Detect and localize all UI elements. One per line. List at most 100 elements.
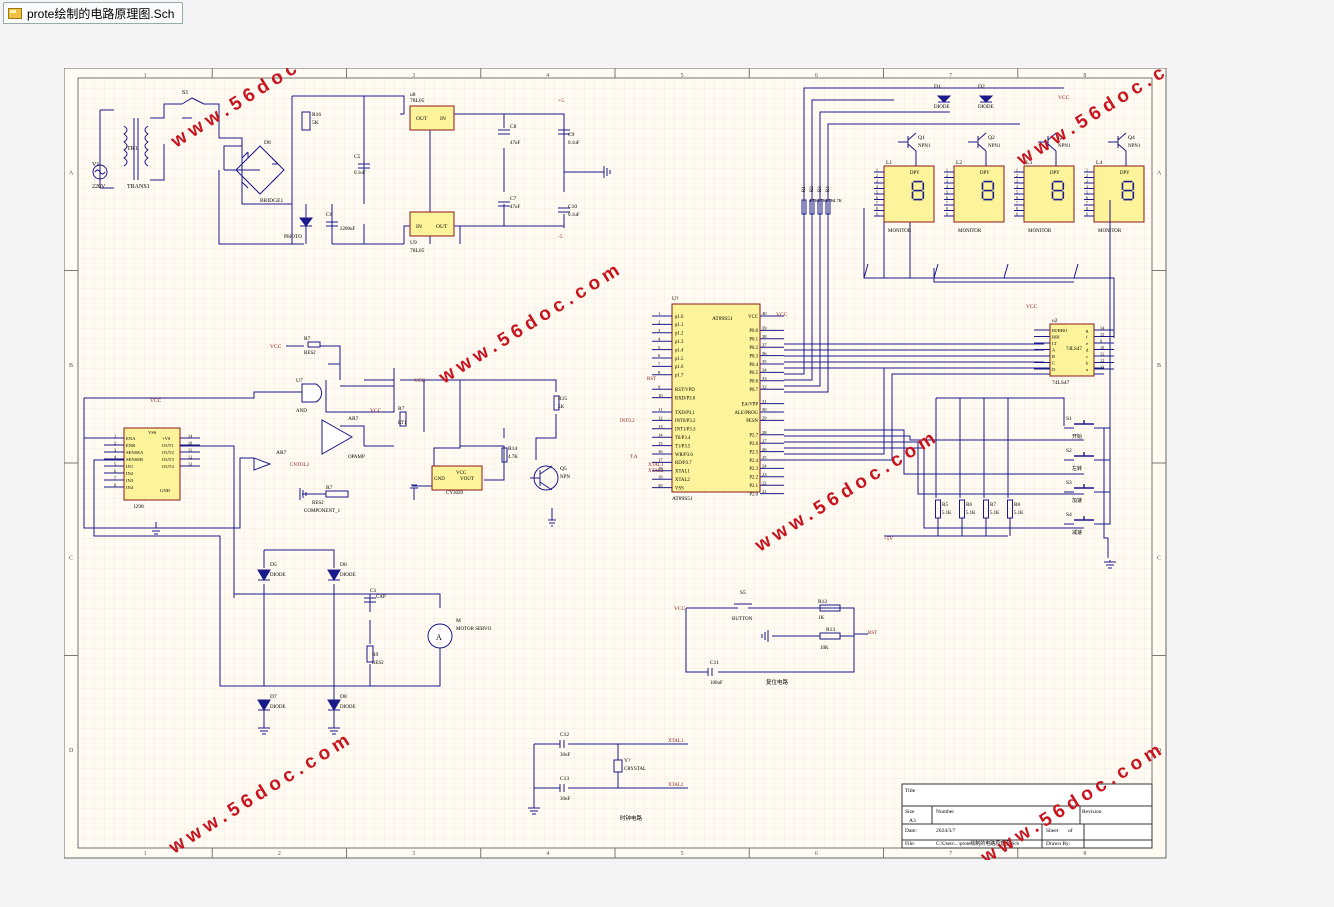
mcu-pin-number: 11 (658, 407, 663, 412)
seven-segment-glyph (911, 180, 925, 201)
mcu-xtal1-net: XTAL1 (648, 463, 664, 468)
u8-value: 78L05 (410, 98, 425, 104)
mcu-pin-name: INT0/P3.2 (675, 419, 696, 424)
mcu-pin-name: P2.4 (749, 459, 758, 464)
c12-value: 30uF (560, 753, 571, 758)
base-resistor-value: 4.7K (833, 198, 843, 203)
decoder-pin-name: B (1052, 354, 1055, 359)
r12-ref: R12 (818, 599, 827, 605)
q-value: NPN1 (1058, 144, 1071, 149)
mcu-pin-number: 5 (658, 345, 661, 350)
l298-pin-name: OUT2 (162, 450, 174, 455)
mcu-t-net: T.A (630, 455, 638, 460)
vcc-net-1: VCC (270, 344, 282, 350)
q5-leads (530, 465, 553, 491)
mcu-pin-name: p1.2 (675, 332, 684, 337)
display-pin-number: 4 (1016, 185, 1018, 189)
mcu-pin-number: 28 (762, 430, 767, 435)
ground-icon-5 (150, 522, 162, 535)
diode-D2 (978, 95, 994, 103)
switch-S1-icon (181, 97, 205, 105)
display-pin-number: 6 (876, 196, 878, 200)
opamp-AR7 (321, 419, 354, 455)
d2-value: DIODE (978, 105, 994, 110)
q-ref: Q3 (1058, 135, 1065, 141)
mcu-pin-number: 25 (762, 455, 767, 460)
clock-xtal2-net: XTAL2 (668, 783, 684, 788)
mcu-pin-name: RST/VPD (675, 388, 695, 393)
s1-ref: S1 (182, 90, 188, 96)
display-body (1023, 165, 1075, 223)
display-pin-number: 5 (876, 190, 878, 194)
mcu-pin-name: TXD/P3.1 (675, 411, 695, 416)
mcu-pin-number: 8 (658, 370, 661, 375)
switch-value: 加速 (1072, 497, 1082, 504)
base-resistor-ref: R3 (818, 186, 823, 192)
l298-gnd: GND (160, 488, 171, 493)
l298-pin-number: 10 (188, 441, 192, 446)
q-ref: Q4 (1128, 135, 1135, 141)
motor-icon (427, 623, 453, 649)
mcu-pin-number: 26 (762, 447, 767, 452)
reset-circuit-label: 复位电路 (766, 678, 789, 686)
decoder-pin-number: 10 (1100, 345, 1104, 350)
mcu-pin-number: 34 (762, 368, 767, 373)
base-resistor-body (809, 199, 815, 215)
display-pin-number: 2 (1086, 174, 1088, 178)
switch-actuator (1074, 516, 1094, 521)
u7-ref: U7 (296, 378, 303, 384)
l298-pin-name: OUT1 (162, 443, 174, 448)
l298-pin-number: 8 (114, 483, 116, 488)
mcu-pin-name: P0.3 (749, 354, 758, 359)
c1-value: CAP (376, 595, 386, 600)
crystal-body (613, 759, 623, 773)
display-pin-number: 1 (1016, 168, 1018, 172)
document-tab[interactable]: prote绘制的电路原理图.Sch (3, 2, 184, 24)
mcu-pin-number: 19 (658, 474, 663, 479)
pullup-ref: R6 (966, 502, 972, 508)
cy3020-gnd: GND (434, 477, 445, 482)
rt1-value: RT1 (398, 421, 407, 426)
mcu-xtal2-net: XTAL2 (648, 469, 664, 474)
mcu-pin-name: T1/P3.5 (675, 444, 691, 449)
display-pin-number: 9 (1086, 212, 1088, 216)
display-pin-number: 1 (946, 168, 948, 172)
display-pin-number: 5 (1086, 190, 1088, 194)
mcu-pin-number: 29 (762, 416, 767, 421)
q-leads (1038, 132, 1057, 152)
display-pin-number: 8 (1086, 207, 1088, 211)
r14-ref: R14 (508, 446, 517, 452)
c13-value: 30uF (560, 797, 571, 802)
pullup-ref: R5 (942, 502, 948, 508)
u9-in: IN (416, 224, 422, 230)
rt1-body (399, 411, 407, 427)
mcu-pin-number: 23 (762, 472, 767, 477)
base-resistor-ref: R4 (826, 186, 831, 192)
mcu-pin-name: PESN (746, 419, 758, 424)
display-value: MONITOR (888, 229, 912, 234)
c1-plates (364, 597, 376, 603)
r9-ref: R9 (372, 652, 379, 658)
decoder-74LS47 (1049, 323, 1095, 377)
r14-value: 4.7K (508, 455, 518, 460)
mcu-pin-number: 17 (658, 458, 663, 463)
ar7-value: OPAMP (348, 455, 365, 460)
cy3020-vout: VOUT (460, 477, 474, 482)
display-ref: L3 (1026, 160, 1032, 166)
mcu-pin-number: 40 (762, 311, 767, 316)
mcu-rst-net: RST (647, 377, 656, 382)
crystal-value: CRYSTAL (624, 767, 646, 772)
decoder-pin-name: b (1086, 360, 1089, 365)
l298-value: l298 (134, 504, 144, 510)
r9-body (366, 645, 374, 663)
decoder-pin-number: 13 (1100, 364, 1104, 369)
q-value: NPN1 (988, 144, 1001, 149)
mcu-pin-name: p1.4 (675, 348, 684, 353)
tb-file-label: File: (905, 841, 916, 847)
r13-ref: R13 (826, 627, 835, 633)
q-leads (898, 132, 917, 152)
